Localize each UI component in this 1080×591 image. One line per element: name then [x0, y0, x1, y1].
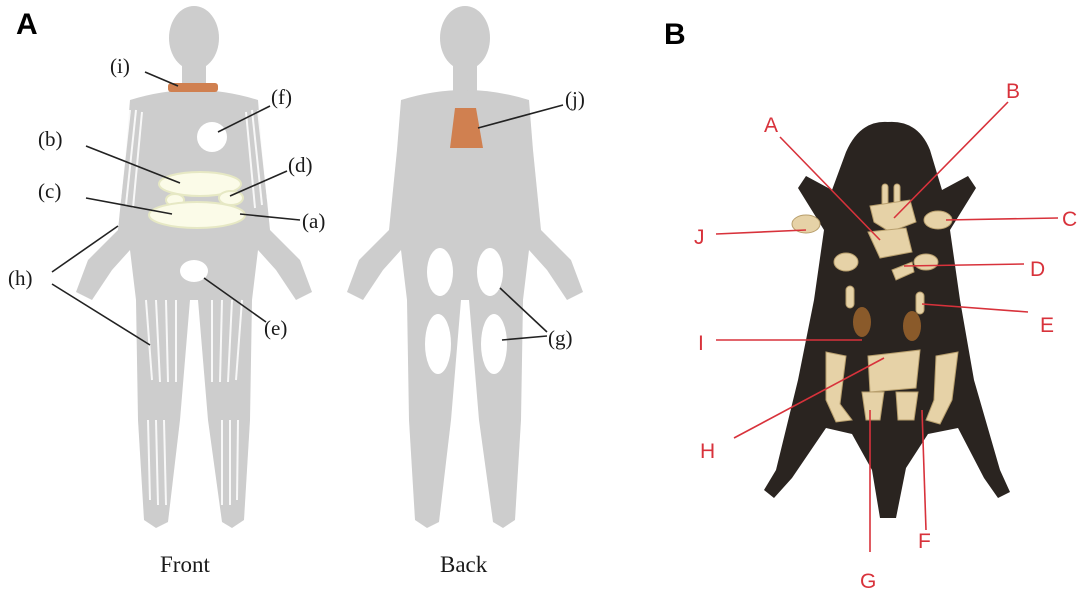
panel-b-letter: B [664, 18, 686, 51]
label-d: (d) [288, 153, 313, 177]
front-small-fat-right [219, 191, 243, 205]
front-caption: Front [160, 552, 210, 577]
label-a: (a) [302, 209, 325, 233]
mouse-label-D: D [1030, 258, 1045, 281]
label-f: (f) [271, 85, 292, 109]
mouse-label-G: G [860, 570, 876, 591]
back-upper-right-depot [477, 248, 503, 296]
mouse-label-E: E [1040, 314, 1054, 337]
mouse-left-kidney [853, 307, 871, 337]
mouse-label-J: J [694, 226, 705, 249]
label-e: (e) [264, 316, 287, 340]
label-j: (j) [565, 87, 585, 111]
label-i: (i) [110, 54, 130, 78]
mouse-board [764, 122, 1010, 518]
mouse-label-B: B [1006, 80, 1020, 103]
mouse-right-kidney [903, 311, 921, 341]
mouse-label-I: I [698, 332, 704, 355]
label-c: (c) [38, 179, 61, 203]
back-lower-left-depot [425, 314, 451, 374]
label-g: (g) [548, 326, 573, 350]
mouse-label-H: H [700, 440, 715, 463]
panel-a: A (i) (f) (b) (d) [8, 6, 585, 577]
back-upper-left-depot [427, 248, 453, 296]
panel-a-letter: A [16, 8, 38, 41]
back-lower-right-depot [481, 314, 507, 374]
label-h: (h) [8, 266, 33, 290]
mouse-label-C: C [1062, 208, 1077, 231]
panel-b: B A B C D [664, 18, 1077, 591]
front-lower-abdominal-fat [149, 202, 245, 228]
mouse-label-F: F [918, 530, 931, 553]
label-b: (b) [38, 127, 63, 151]
back-caption: Back [440, 552, 488, 577]
mouse-label-A: A [764, 114, 778, 137]
front-chest-depot [197, 122, 227, 152]
back-body-silhouette [347, 6, 583, 528]
